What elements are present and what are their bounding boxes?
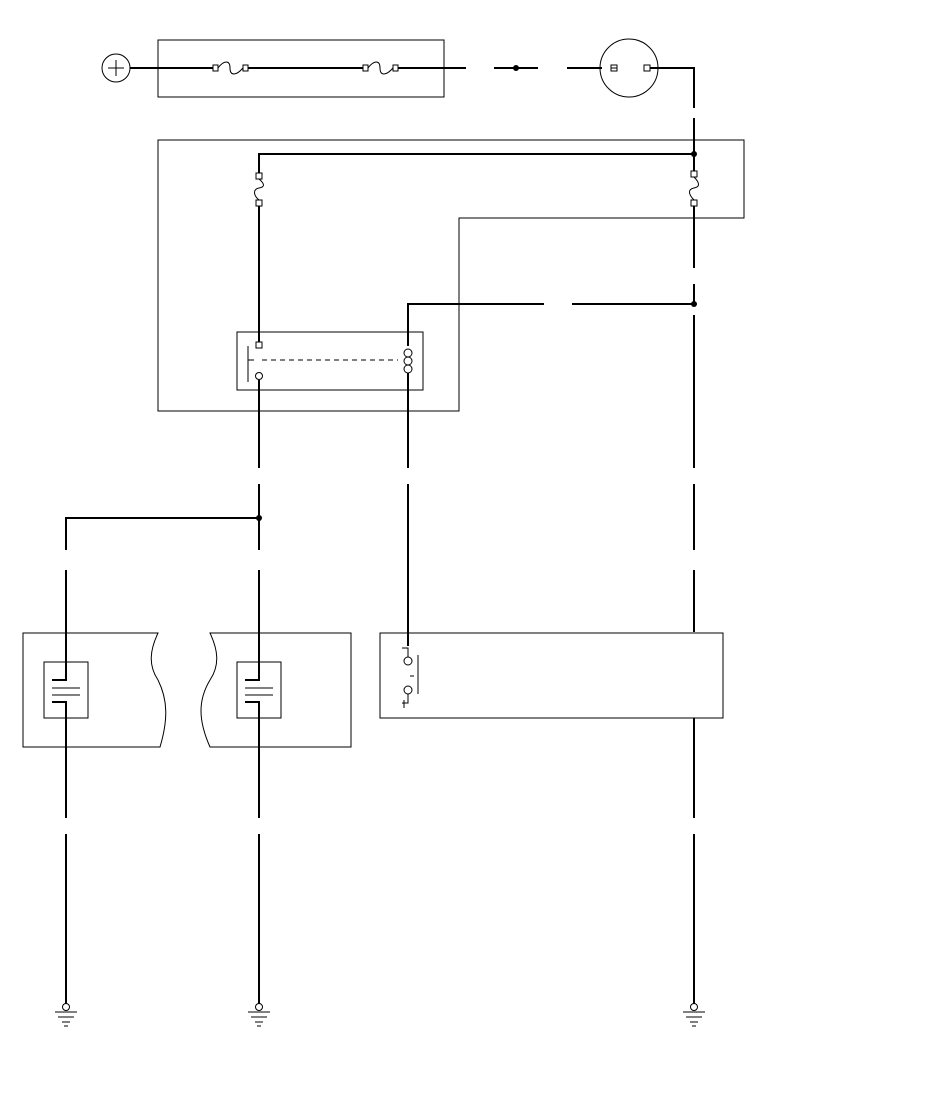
heater-panel-right: [200, 632, 352, 748]
ground-wiring: [65, 718, 695, 1004]
fuse-icon: [689, 170, 699, 207]
ground-icon: [683, 1003, 705, 1027]
heater-panel-left: [22, 632, 167, 748]
control-switch-box: [379, 632, 724, 719]
middle-wiring: [65, 315, 695, 662]
connector-icon: [599, 38, 659, 98]
fuse-icon: [362, 61, 399, 75]
pushbutton-switch-icon: [402, 647, 419, 708]
fuse-icon: [212, 61, 249, 75]
fuse-icon: [254, 172, 264, 207]
relay-icon: [236, 331, 424, 391]
supply-section: [101, 38, 695, 108]
heater-element-icon: [43, 661, 89, 719]
relay-box: [157, 118, 745, 412]
ground-icon: [248, 1003, 270, 1027]
heater-element-icon: [236, 661, 282, 719]
coil-icon: [403, 348, 413, 374]
ground-icon: [55, 1003, 77, 1027]
